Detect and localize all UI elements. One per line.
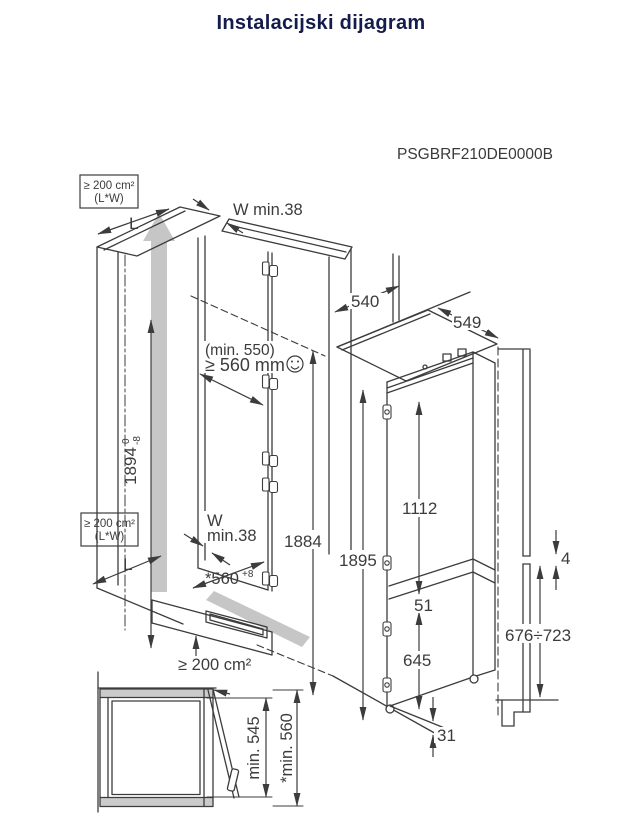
panel-gap-label: 4 (561, 549, 570, 568)
door-handle-icon (226, 768, 240, 792)
plinth-vent-slot (205, 610, 268, 639)
appliance-height-label: 1895 (339, 551, 377, 570)
depth-value-label: ≥ 560 mm (205, 355, 285, 375)
side-vent-area-note: (L*W) (95, 531, 125, 543)
model-number: PSGBRF210DE0000B (397, 146, 553, 163)
top-vent-area: ≥ 200 cm² (83, 180, 134, 192)
appliance-foot-icon (469, 674, 479, 684)
top-vent-area-note: (L*W) (94, 193, 124, 205)
depth-hint-label: (min. 550) (205, 342, 275, 359)
niche-height-label: 1894 0 -8 (121, 436, 143, 485)
label-masks (203, 293, 578, 743)
panel-length-label: 676÷723 (505, 626, 571, 645)
niche-width-label: *560 (205, 570, 239, 588)
bottom-vent-label: ≥ 200 cm² (178, 656, 252, 674)
dim-L-bottom (92, 555, 162, 585)
width-top-label: W min.38 (233, 201, 303, 219)
page-title: Instalacijski dijagram (216, 12, 426, 34)
svg-text:min. 545: min. 545 (245, 716, 263, 779)
topview-depth-min-label: min. 545 (245, 716, 263, 779)
dim-W-top-a (192, 198, 210, 211)
appliance-hinge-icons (382, 404, 392, 693)
airflow-arrows (100, 213, 310, 807)
divider-height-label: 51 (414, 596, 433, 615)
top-view-detail (97, 671, 304, 813)
dim-560mm (199, 373, 264, 406)
smiley-icon (286, 355, 304, 373)
niche-width-tol: +8 (242, 569, 254, 580)
appliance-depth-label: 549 (453, 313, 481, 332)
airflow-intake-band-icon (206, 591, 310, 647)
side-vent-label: ≥ 200 cm² (L*W) (80, 512, 139, 547)
niche-height-tol-lower: -8 (132, 436, 143, 445)
niche-height-tol-upper: 0 (121, 438, 132, 444)
upper-door-height-label: 1112 (402, 499, 437, 518)
door-height-label: 1884 (284, 532, 322, 551)
door-pivot-arrow (213, 689, 231, 697)
lower-door-height-label: 645 (403, 651, 431, 670)
cabinet-hinge-icons (261, 261, 279, 588)
dim-560-niche (192, 561, 265, 589)
top-vent-label: ≥ 200 cm² (L*W) (79, 174, 139, 209)
length-top-label: L (129, 214, 138, 233)
appliance (336, 291, 498, 730)
niche-height-value: 1894 (121, 447, 140, 485)
bottom-gap-label: 31 (437, 726, 456, 745)
dim-L-top (97, 208, 170, 235)
door-panel-side-view (495, 346, 559, 727)
length-bottom-label: L (123, 555, 132, 574)
appliance-width-label: 540 (351, 292, 379, 311)
dimension-labels: ≥ 200 cm² (L*W) ≥ 200 cm² (L*W) L W min.… (79, 174, 571, 783)
topview-depth-min-door-label: *min. 560 (278, 713, 296, 783)
dim-W-top-b (226, 222, 244, 234)
dimension-arrows (92, 198, 560, 807)
svg-text:*min. 560: *min. 560 (278, 713, 296, 783)
width-bottom-label-2: min.38 (207, 527, 257, 545)
dim-W-bottom-a (183, 533, 204, 547)
width-bottom-label-1: W (207, 512, 223, 530)
cabinet-structure (96, 206, 448, 741)
side-vent-area: ≥ 200 cm² (84, 518, 135, 530)
dim-W-bottom-b (211, 552, 231, 566)
